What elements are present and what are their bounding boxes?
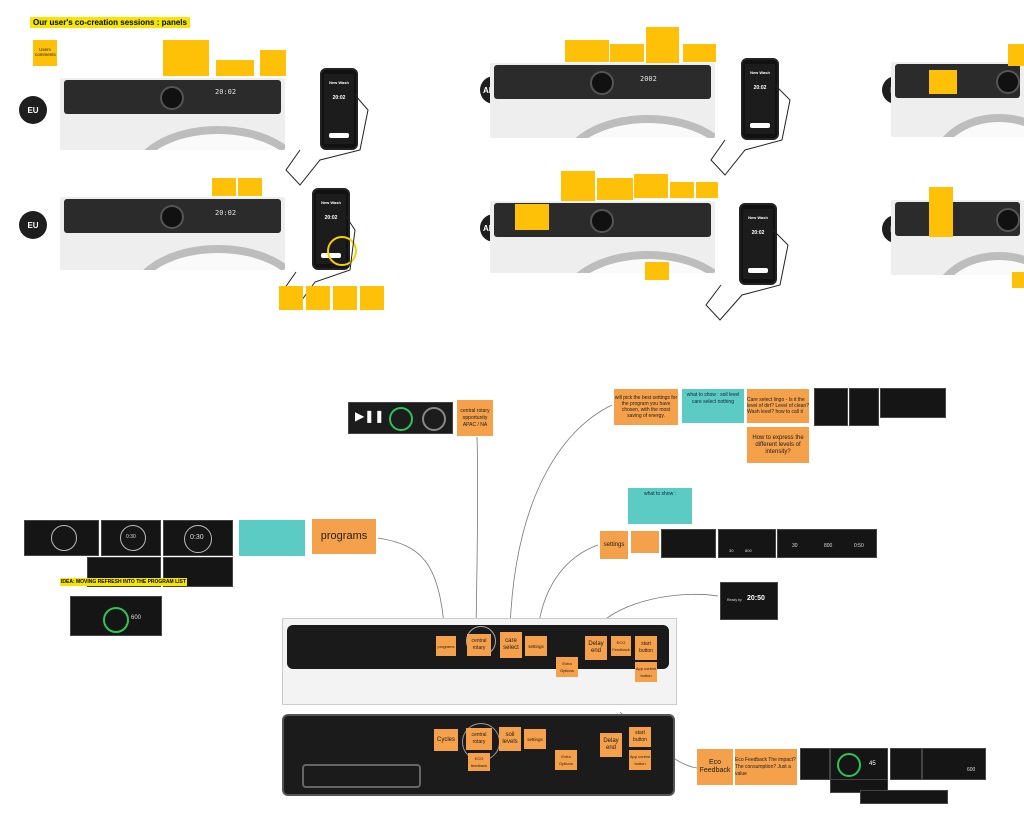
eco-feedback-label: ECO feedback — [468, 753, 490, 771]
eco-screen: 600 — [922, 748, 986, 780]
eco-feedback-callout: Eco Feedback — [697, 749, 733, 785]
comment-sticky — [696, 182, 718, 198]
rotary-screens: ▶❚❚ — [348, 402, 453, 434]
delay-end-screen: Ready by 20:50 — [720, 582, 778, 620]
intensity-question-note: How to express the different levels of i… — [747, 427, 809, 463]
care-select-question-note: Care select lingo - Is it the level of d… — [747, 389, 809, 423]
program-panel-screen: 600 — [70, 596, 162, 636]
washer-panel-apac-1: 2002 — [490, 63, 715, 138]
comment-sticky — [610, 44, 644, 62]
comment-sticky — [306, 286, 330, 310]
extra-options-label: Extra Options — [555, 750, 577, 770]
central-rotary-label: central rotary — [467, 634, 491, 656]
comment-sticky — [260, 50, 286, 76]
soil-levels-label: soil levels — [499, 727, 521, 751]
central-rotary-label: central rotary — [466, 728, 492, 750]
extra-options-label: Extra Options — [556, 657, 578, 677]
comment-sticky — [565, 40, 609, 62]
page-title: Our user's co-creation sessions : panels — [30, 17, 190, 28]
settings-screen — [661, 529, 716, 558]
comment-sticky — [163, 40, 209, 76]
washer-panel-eu-1: 20:02 — [60, 78, 285, 150]
comment-sticky — [238, 178, 262, 196]
care-select-screen — [849, 388, 879, 426]
comment-sticky — [597, 178, 633, 200]
settings-callout: settings — [600, 531, 628, 559]
washer-panel-na-1 — [891, 62, 1024, 137]
eco-feedback-question-note: Eco Feedback The impact? The consumption… — [735, 749, 797, 785]
timer-screen: 0:30 — [163, 520, 233, 556]
comment-sticky — [929, 70, 957, 94]
comment-sticky — [333, 286, 357, 310]
start-button-label: start button — [635, 636, 657, 660]
care-select-screen — [880, 388, 946, 418]
settings-screen: 30 800 — [718, 529, 776, 558]
program-list-screen — [24, 520, 99, 556]
play-pause-icon: ▶❚❚ — [355, 409, 385, 423]
users-comments-note: Users comments — [33, 40, 57, 66]
washer-panel-na-2 — [891, 200, 1024, 275]
eco-screen — [830, 779, 888, 793]
region-badge-eu: EU — [19, 211, 47, 239]
delay-end-label: Delay end — [600, 733, 622, 757]
comment-sticky — [646, 27, 679, 63]
care-select-screen — [814, 388, 848, 426]
comment-sticky — [212, 178, 236, 196]
comment-sticky — [561, 171, 595, 201]
comment-sticky — [515, 204, 549, 230]
highlight-circle — [327, 236, 357, 266]
comment-sticky — [279, 286, 303, 310]
washer-panel-eu-2: 20:02 — [60, 197, 285, 270]
eco-screen — [860, 790, 948, 804]
comment-sticky — [683, 44, 716, 62]
delay-end-label: Delay end — [585, 636, 607, 660]
eco-screen — [800, 748, 830, 780]
comment-sticky — [216, 60, 254, 76]
comment-sticky — [929, 187, 953, 237]
app-control-label: App control button — [635, 662, 657, 682]
auto-settings-note: will pick the best settings for the prog… — [614, 389, 678, 425]
comment-sticky — [1008, 44, 1024, 66]
settings-comment-note — [631, 531, 659, 553]
comment-sticky — [360, 286, 384, 310]
care-select-label: care select — [500, 632, 522, 658]
start-button-label: start button — [629, 727, 651, 747]
programs-comment-note — [239, 520, 305, 556]
programs-callout: programs — [312, 519, 376, 554]
comment-sticky — [670, 182, 694, 198]
central-rotary-opportunity-note: central rotary opportunity APAC / NA — [457, 400, 493, 436]
region-badge-eu: EU — [19, 96, 47, 124]
idea-note: IDEA: MOVING REFRESH INTO THE PROGRAM LI… — [60, 578, 187, 586]
programs-label: programs — [436, 636, 456, 656]
comment-sticky — [634, 174, 668, 198]
settings-label: settings — [525, 636, 547, 656]
eco-screen: 45 — [830, 748, 888, 780]
what-to-show-note: what to show : soil level care select no… — [682, 389, 744, 423]
what-to-show-note-2: what to show : — [628, 488, 692, 524]
settings-screen: 30 800 0:50 — [777, 529, 877, 558]
eco-screen — [890, 748, 922, 780]
app-control-label: App control button — [629, 750, 651, 770]
comment-sticky — [1012, 272, 1024, 288]
cycles-label: Cycles — [434, 729, 458, 751]
timer-screen: 0:30 — [101, 520, 161, 556]
settings-label: settings — [524, 729, 546, 749]
comment-sticky — [645, 262, 669, 280]
eco-feedback-label: ECO Feedback — [611, 636, 631, 656]
